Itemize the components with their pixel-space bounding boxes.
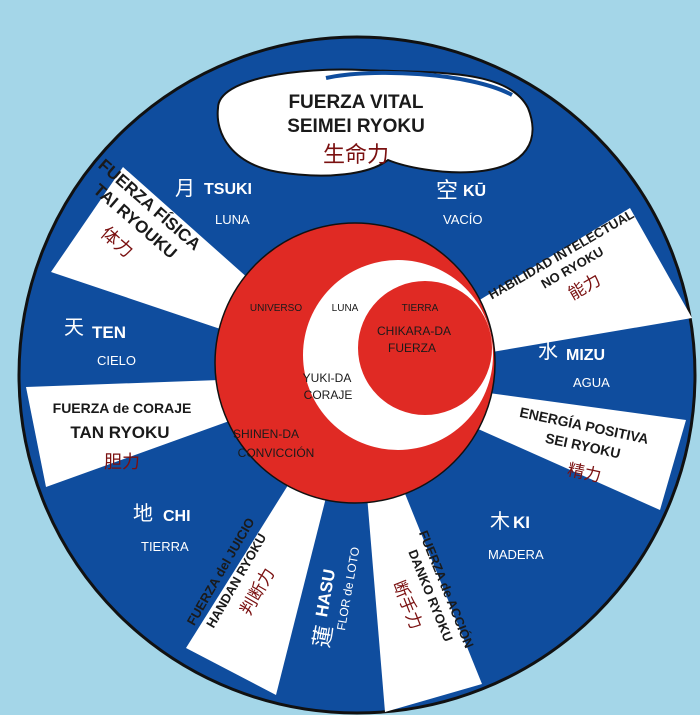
ki-kanji: 木	[490, 509, 510, 533]
element-chi: 地 CHI TIERRA	[133, 501, 191, 554]
ten-kanji: 天	[64, 315, 84, 339]
ku-meaning: VACÍO	[443, 212, 483, 227]
ten-name: TEN	[92, 323, 126, 342]
tsuki-name: TSUKI	[204, 181, 252, 198]
tsuki-kanji: 月	[175, 176, 195, 200]
white-wedges	[26, 167, 692, 712]
ki-meaning: MADERA	[488, 547, 544, 562]
tsuki-meaning: LUNA	[215, 212, 250, 227]
red-inner-circle	[358, 281, 492, 415]
ku-kanji: 空	[436, 179, 458, 204]
coraje-kanji: 胆力	[104, 452, 140, 473]
chi-kanji: 地	[133, 501, 153, 525]
mizu-meaning: AGUA	[573, 375, 610, 390]
center-yuki-1: YUKI-DA	[303, 371, 352, 385]
center-tierra: TIERRA	[402, 303, 439, 314]
center-shinen-1: SHINEN-DA	[233, 427, 299, 441]
center-labels: UNIVERSO LUNA TIERRA CHIKARA-DA FUERZA Y…	[233, 303, 451, 460]
top-subtitle: SEIMEI RYOKU	[287, 116, 425, 137]
center-universo: UNIVERSO	[250, 303, 302, 314]
mizu-name: MIZU	[566, 347, 605, 364]
element-ten: 天 TEN CIELO	[64, 315, 136, 368]
ki-name: KI	[513, 513, 530, 532]
center-chikara-1: CHIKARA-DA	[377, 324, 451, 338]
element-ku: 空 KŪ VACÍO	[436, 179, 486, 227]
hasu-kanji: 蓮	[310, 624, 338, 650]
element-tsuki: 月 TSUKI LUNA	[175, 176, 252, 227]
ku-name: KŪ	[463, 181, 486, 200]
center-shinen-2: CONVICCIÓN	[238, 445, 315, 460]
top-cloud	[216, 68, 534, 177]
ten-meaning: CIELO	[97, 353, 136, 368]
center-chikara-2: FUERZA	[388, 341, 436, 355]
chi-meaning: TIERRA	[141, 539, 189, 554]
center-yuki-2: CORAJE	[304, 388, 353, 402]
coraje-line1: FUERZA de CORAJE	[53, 400, 192, 416]
center-rings	[214, 222, 496, 504]
force-coraje: FUERZA de CORAJE TAN RYOKU 胆力	[53, 400, 192, 473]
chi-name: CHI	[163, 508, 191, 525]
top-title: FUERZA VITAL	[288, 92, 423, 113]
top-kanji: 生命力	[323, 143, 389, 168]
mizu-kanji: 水	[538, 339, 558, 363]
coraje-line2: TAN RYOKU	[70, 423, 169, 442]
element-ki: 木 KI MADERA	[488, 509, 544, 562]
center-luna: LUNA	[332, 303, 359, 314]
element-mizu: 水 MIZU AGUA	[538, 339, 610, 390]
